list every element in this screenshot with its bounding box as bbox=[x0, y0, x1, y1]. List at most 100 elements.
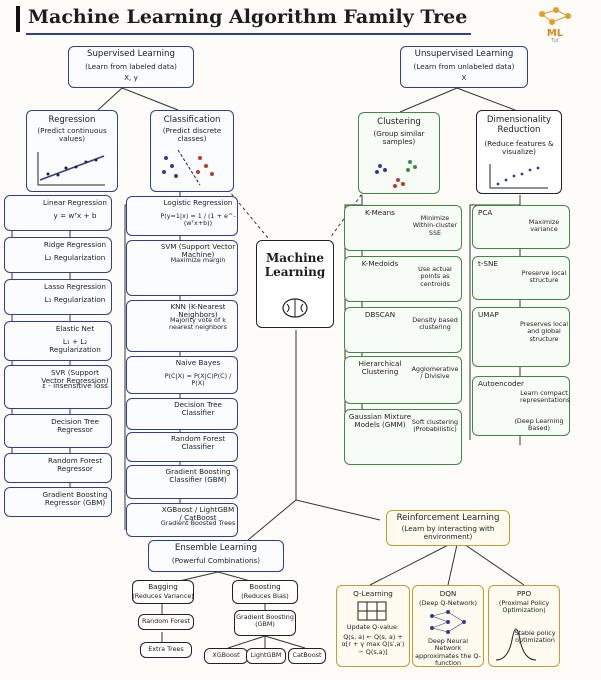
regression-item[interactable] bbox=[4, 237, 112, 273]
classification-item[interactable] bbox=[126, 300, 238, 352]
dimred-item-name: UMAP bbox=[478, 310, 499, 319]
regression-item[interactable] bbox=[4, 195, 112, 231]
unsupervised-title: Unsupervised Learning bbox=[414, 49, 514, 59]
xgb-label: XGBoost bbox=[212, 651, 240, 659]
regression-box bbox=[26, 110, 118, 192]
regression-item[interactable] bbox=[4, 487, 112, 517]
regression-item[interactable] bbox=[4, 453, 112, 483]
boosting-desc: (Reduces Bias) bbox=[241, 592, 289, 600]
classification-item[interactable] bbox=[126, 432, 238, 462]
dimred-item-note: (Deep Learning Based) bbox=[514, 417, 564, 433]
regression-desc: (Predict continuous values) bbox=[37, 126, 107, 144]
rl-title: Reinforcement Learning bbox=[396, 513, 500, 523]
extra-trees-box bbox=[140, 642, 192, 658]
regression-item-name: Linear Regression bbox=[43, 198, 107, 207]
clustering-item-desc: Agglomerative / Divisive bbox=[411, 365, 459, 381]
random-forest-box bbox=[138, 614, 194, 630]
regression-item[interactable] bbox=[4, 414, 112, 448]
dimred-desc: (Reduce features & visualize) bbox=[484, 139, 554, 157]
unsupervised-box bbox=[400, 46, 528, 88]
supervised-vars: X, y bbox=[124, 73, 138, 82]
clustering-item[interactable] bbox=[344, 256, 462, 302]
clustering-item-name: DBSCAN bbox=[364, 310, 396, 319]
cat-box bbox=[288, 648, 326, 664]
classification-item-formula: Majority vote of k nearest neighbors bbox=[169, 316, 227, 332]
boosting-title: Boosting bbox=[249, 582, 281, 591]
clustering-item-desc: Soft clustering (Probabilistic) bbox=[411, 418, 459, 434]
classification-item[interactable] bbox=[126, 240, 238, 296]
logo-sub: Tut bbox=[551, 38, 559, 44]
gb-label: Gradient Boosting (GBM) bbox=[236, 613, 294, 629]
clustering-item-name: K-Means bbox=[365, 208, 395, 217]
regression-item[interactable] bbox=[4, 321, 112, 361]
classification-item-name: Naive Bayes bbox=[175, 358, 221, 367]
regression-item-name: Gradient Boosting Regressor (GBM) bbox=[42, 490, 108, 508]
dimred-item-desc: Preserve local structure bbox=[521, 269, 567, 285]
lgbm-label: LightGBM bbox=[250, 651, 282, 659]
classification-item-name: Random Forest Classifier bbox=[170, 434, 226, 452]
rl-box bbox=[386, 510, 510, 546]
classification-desc: (Predict discrete classes) bbox=[162, 126, 222, 144]
bagging-title: Bagging bbox=[148, 582, 178, 591]
network-icon bbox=[539, 7, 571, 25]
rl-desc: (Learn by interacting with environment) bbox=[401, 524, 495, 542]
classification-item-name: SVM (Support Vector Machine) bbox=[160, 242, 236, 260]
qlearning-desc: Update Q-value: bbox=[346, 623, 400, 631]
qlearning-formula: Q(s, a) ← Q(s, a) + α[r + γ max Q(s′,a′)… bbox=[341, 633, 405, 656]
qlearning-box bbox=[336, 585, 410, 667]
dimred-item[interactable] bbox=[472, 307, 570, 367]
dqn-sub: (Deep Q-Network) bbox=[418, 599, 478, 607]
classification-item[interactable] bbox=[126, 356, 238, 394]
regression-item-formula: L₁ + L₂ Regularization bbox=[49, 337, 101, 355]
dimred-item[interactable] bbox=[472, 205, 570, 249]
logo-text: ML bbox=[546, 28, 564, 39]
regression-item-name: Elastic Net bbox=[55, 324, 95, 333]
clustering-item[interactable] bbox=[344, 356, 462, 404]
classification-item[interactable] bbox=[126, 503, 238, 537]
regression-item-formula: L₁ Regularization bbox=[44, 295, 106, 304]
dqn-box bbox=[412, 585, 484, 667]
classification-item[interactable] bbox=[126, 465, 238, 499]
dqn-desc: Deep Neural Network approximates the Q-f… bbox=[415, 637, 481, 668]
regression-item[interactable] bbox=[4, 279, 112, 315]
dimred-item[interactable] bbox=[472, 376, 570, 436]
qlearning-title: Q-Learning bbox=[353, 589, 393, 598]
dimred-item[interactable] bbox=[472, 256, 570, 300]
supervised-desc: (Learn from labeled data) bbox=[85, 62, 177, 71]
regression-title: Regression bbox=[48, 115, 96, 125]
regression-item[interactable] bbox=[4, 365, 112, 409]
classification-item-formula: Maximize margin bbox=[170, 256, 226, 264]
clustering-item[interactable] bbox=[344, 409, 462, 465]
ppo-box bbox=[488, 585, 560, 667]
dimred-item-desc: Preserves local and global structure bbox=[520, 320, 569, 343]
dimred-item-desc: Maximize variance bbox=[528, 218, 560, 234]
classification-title: Classification bbox=[163, 115, 221, 125]
classification-item[interactable] bbox=[126, 196, 238, 236]
clustering-title: Clustering bbox=[377, 117, 421, 127]
classification-item-name: XGBoost / LightGBM / CatBoost bbox=[161, 505, 235, 523]
clustering-item[interactable] bbox=[344, 205, 462, 251]
title-bar-left bbox=[16, 6, 20, 32]
clustering-item[interactable] bbox=[344, 307, 462, 353]
classification-item-name: Gradient Boosting Classifier (GBM) bbox=[165, 467, 231, 485]
regression-item-name: Random Forest Regressor bbox=[47, 456, 103, 474]
regression-item-name: Ridge Regression bbox=[43, 240, 107, 249]
unsupervised-desc: (Learn from unlabeled data) bbox=[413, 62, 515, 71]
regression-item-name: SVR (Support Vector Regression) bbox=[41, 368, 109, 386]
unsupervised-vars: X bbox=[461, 73, 467, 82]
cat-label: CatBoost bbox=[292, 651, 322, 659]
bagging-box bbox=[132, 580, 194, 604]
ensemble-box bbox=[148, 540, 284, 572]
classification-item-name: Decision Tree Classifier bbox=[174, 400, 222, 418]
bagging-desc: (Reduces Variance) bbox=[132, 592, 194, 600]
clustering-item-name: Hierarchical Clustering bbox=[358, 359, 402, 377]
classification-item-formula: P(y=1|x) = 1 / (1 + e^-(wᵀx+b)) bbox=[160, 212, 236, 228]
classification-item[interactable] bbox=[126, 398, 238, 430]
page-title: Machine Learning Algorithm Family Tree bbox=[28, 6, 468, 28]
supervised-title: Supervised Learning bbox=[87, 49, 175, 59]
ensemble-desc: (Powerful Combinations) bbox=[171, 556, 261, 565]
